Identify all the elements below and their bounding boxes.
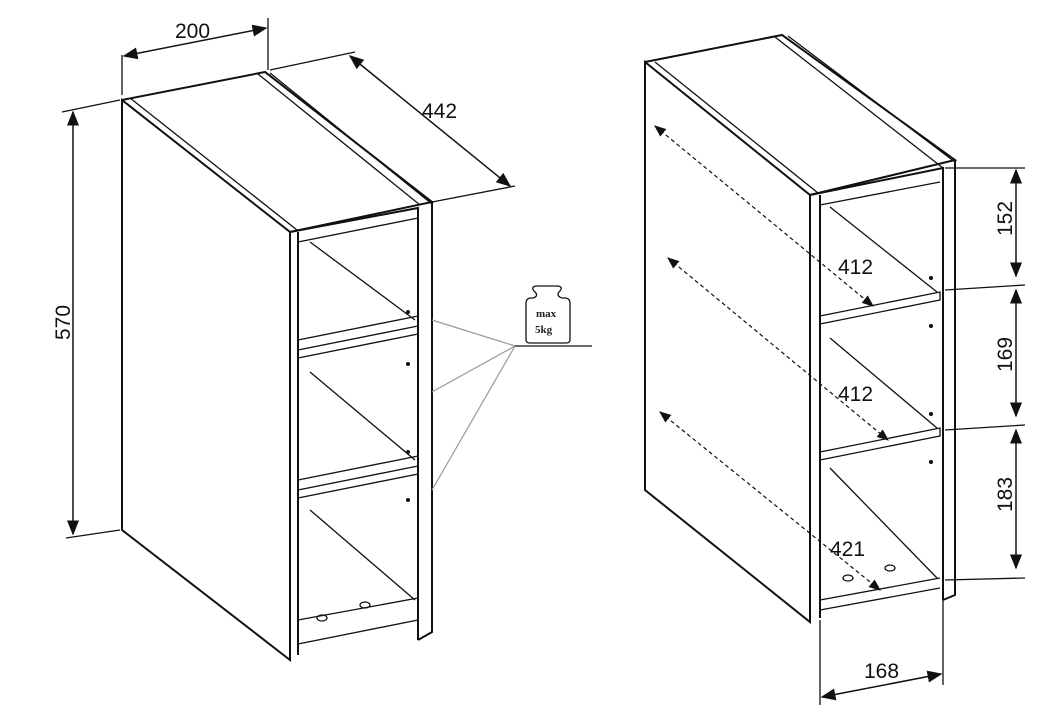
right-dimensions: 412 412 421 152 169 183 168 [654,125,1026,705]
right-cabinet [644,33,958,625]
compartment-1-height: 152 [994,201,1017,236]
left-cabinet [121,70,435,663]
left-dimensions: 200 442 570 [52,18,516,539]
compartment-3-height: 183 [994,477,1017,512]
inner-depth-2: 412 [838,383,873,406]
inner-depth-1: 412 [838,256,873,279]
badge-max: max [536,308,557,320]
height-label: 570 [52,305,75,340]
inner-depth-3: 421 [830,538,865,561]
compartment-2-height: 169 [994,337,1017,372]
badge-weight: 5kg [535,324,553,336]
width-label: 200 [175,20,210,43]
depth-label: 442 [422,100,457,123]
max-load-badge: max 5kg [431,285,592,491]
inner-width-label: 168 [864,660,899,683]
